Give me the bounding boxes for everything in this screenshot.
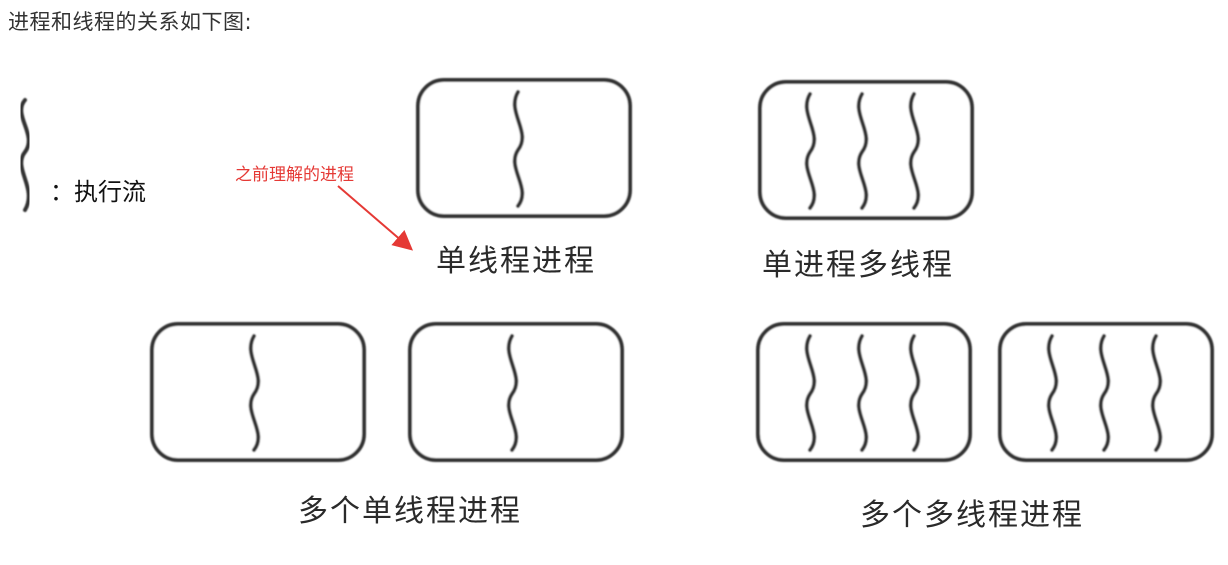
- process-box-single-thread: [150, 322, 366, 462]
- thread-icon: [1098, 334, 1111, 452]
- thread-icon: [1046, 334, 1059, 452]
- thread-icon: [506, 334, 519, 452]
- process-box-multi-thread: [998, 322, 1214, 462]
- thread-icon: [1150, 334, 1163, 452]
- thread-icon: [804, 92, 817, 210]
- legend-thread-icon: [19, 98, 31, 212]
- thread-icon: [512, 90, 525, 208]
- thread-icon: [908, 92, 921, 210]
- page-heading: 进程和线程的关系如下图:: [8, 10, 253, 34]
- label-single-thread-process: 单线程进程: [436, 244, 596, 279]
- process-box-multi-thread: [758, 80, 974, 220]
- thread-icon: [908, 334, 921, 452]
- process-box-single-thread: [416, 78, 632, 218]
- process-box-single-thread: [408, 322, 624, 462]
- label-single-process-multi-thread: 单进程多线程: [762, 248, 954, 283]
- thread-icon: [248, 334, 261, 452]
- legend-label: ：执行流: [50, 178, 146, 206]
- process-box-multi-thread: [756, 322, 972, 462]
- annotation-arrow: [337, 185, 414, 251]
- thread-icon: [856, 334, 869, 452]
- label-multi-single-thread-processes: 多个单线程进程: [298, 494, 522, 529]
- label-multi-multi-thread-processes: 多个多线程进程: [860, 498, 1084, 533]
- thread-icon: [804, 334, 817, 452]
- annotation-note: 之前理解的进程: [235, 165, 354, 185]
- thread-icon: [856, 92, 869, 210]
